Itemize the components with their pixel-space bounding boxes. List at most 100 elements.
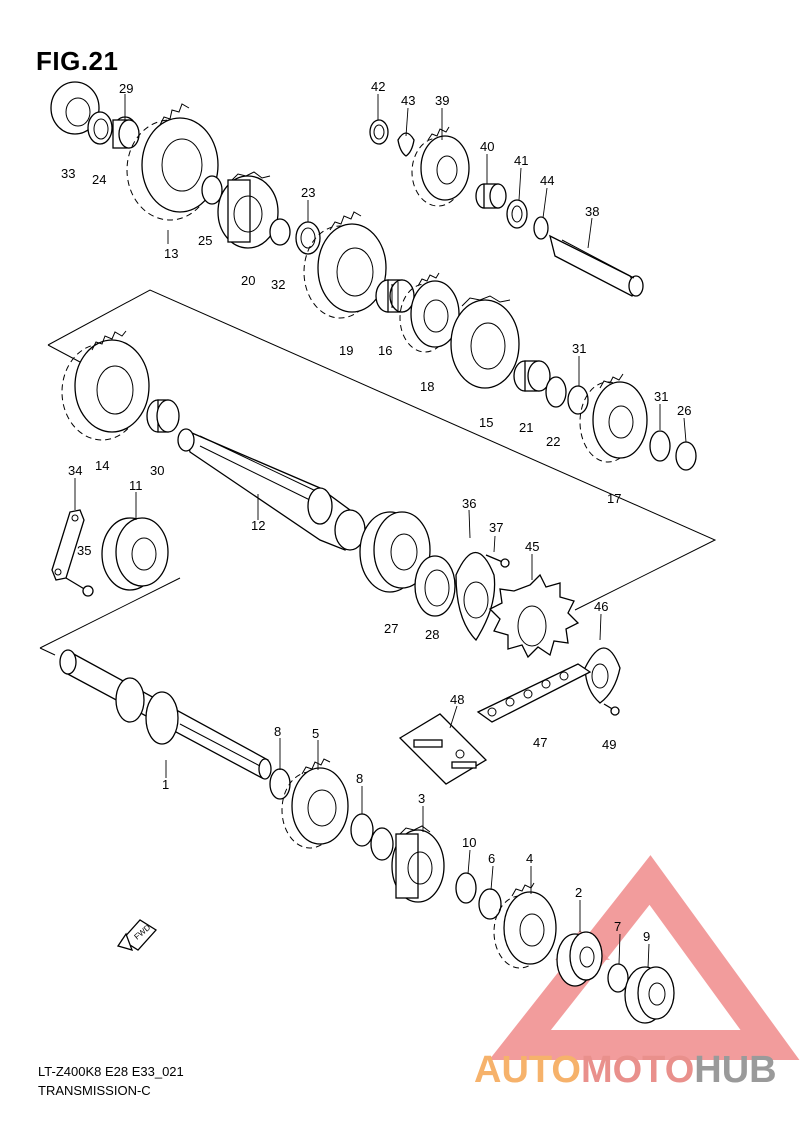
callout-27: 27 xyxy=(384,621,398,636)
driveshaft-boundary xyxy=(39,577,181,656)
callout-10: 10 xyxy=(462,835,476,850)
callout-29: 29 xyxy=(119,81,133,96)
callout-31a: 31 xyxy=(572,341,586,356)
leader-lines xyxy=(74,94,687,969)
part-21-bushing xyxy=(513,360,551,392)
part-6-washer xyxy=(478,888,502,920)
callout-8b: 8 xyxy=(356,771,363,786)
part-14-gear xyxy=(61,330,150,441)
callout-17: 17 xyxy=(607,491,621,506)
part-5-gear xyxy=(281,758,349,849)
callout-32: 32 xyxy=(271,277,285,292)
part-13-gear xyxy=(126,103,219,221)
part-1-driveshaft xyxy=(59,649,272,780)
part-7-washer xyxy=(607,963,629,993)
part-8-circlip-a xyxy=(269,768,291,800)
callout-42: 42 xyxy=(371,79,385,94)
callout-7: 7 xyxy=(614,919,621,934)
callout-33: 33 xyxy=(61,166,75,181)
part-35-screw xyxy=(65,577,94,597)
callout-1: 1 xyxy=(162,777,169,792)
part-9-bearing xyxy=(624,966,675,1024)
model-code: LT-Z400K8 E28 E33_021 xyxy=(38,1064,184,1079)
part-24-washer xyxy=(87,111,113,145)
callout-46: 46 xyxy=(594,599,608,614)
svg-text:AUTOMOTOHUB: AUTOMOTOHUB xyxy=(474,1049,777,1091)
part-30-bushing xyxy=(146,399,180,433)
callout-23: 23 xyxy=(301,185,315,200)
callout-8a: 8 xyxy=(274,724,281,739)
countershaft-boundary xyxy=(47,289,717,611)
part-43-lock-washer xyxy=(397,132,415,157)
callout-47: 47 xyxy=(533,735,547,750)
part-25-washer xyxy=(201,175,223,205)
callout-35: 35 xyxy=(77,543,91,558)
part-19-gear xyxy=(303,211,387,319)
part-18-gear xyxy=(399,272,460,353)
part-15-shift-gear xyxy=(450,295,520,389)
figure-footer: LT-Z400K8 E28 E33_021 TRANSMISSION-C xyxy=(38,1062,184,1100)
callout-20: 20 xyxy=(241,273,255,288)
callout-39: 39 xyxy=(435,93,449,108)
part-32-circlip xyxy=(269,218,291,246)
part-12-countershaft xyxy=(177,428,366,551)
part-37-bolt xyxy=(485,554,510,568)
watermark-hub: HUB xyxy=(694,1049,776,1091)
section-name: TRANSMISSION-C xyxy=(38,1083,151,1098)
callout-37: 37 xyxy=(489,520,503,535)
part-48-joint-set xyxy=(398,713,488,785)
callout-14: 14 xyxy=(95,458,109,473)
part-3-gear xyxy=(391,825,445,903)
part-31-circlip-a xyxy=(567,385,589,415)
part-2-gear xyxy=(556,931,603,987)
part-34-plate xyxy=(51,509,85,581)
part-11-bearing xyxy=(101,517,169,591)
callout-9: 9 xyxy=(643,929,650,944)
callout-6: 6 xyxy=(488,851,495,866)
callout-16: 16 xyxy=(378,343,392,358)
part-49-bolt xyxy=(603,703,620,716)
callout-25: 25 xyxy=(198,233,212,248)
callout-48: 48 xyxy=(450,692,464,707)
part-8-circlip-b xyxy=(350,813,374,847)
part-10-circlip xyxy=(455,872,477,904)
callout-43: 43 xyxy=(401,93,415,108)
part-47-drive-chain xyxy=(476,663,592,723)
callout-15: 15 xyxy=(479,415,493,430)
part-40-bushing xyxy=(475,183,507,209)
callout-3: 3 xyxy=(418,791,425,806)
fwd-arrow-icon: FWD xyxy=(116,919,158,951)
callout-34: 34 xyxy=(68,463,82,478)
part-callouts: 29 33 24 13 25 20 32 23 19 42 43 39 40 4… xyxy=(61,79,691,944)
callout-11: 11 xyxy=(129,478,143,493)
figure-title: FIG.21 xyxy=(36,46,119,76)
watermark-moto: MOTO xyxy=(581,1049,694,1091)
part-26-washer xyxy=(675,441,697,471)
part-28-oil-seal xyxy=(414,555,456,617)
callout-12: 12 xyxy=(251,518,265,533)
part-4-gear xyxy=(493,882,557,969)
part-31-circlip-b xyxy=(649,430,671,462)
callout-31b: 31 xyxy=(654,389,668,404)
part-42-washer xyxy=(369,119,389,145)
callout-41: 41 xyxy=(514,153,528,168)
callout-26: 26 xyxy=(677,403,691,418)
part-22-washer xyxy=(545,376,567,408)
part-29-bushing xyxy=(112,116,140,149)
part-36-plate xyxy=(455,552,496,642)
part-27-bearing xyxy=(359,511,431,593)
callout-4: 4 xyxy=(526,851,533,866)
callout-28: 28 xyxy=(425,627,439,642)
callout-49: 49 xyxy=(602,737,616,752)
part-8-washer xyxy=(370,827,394,861)
callout-24: 24 xyxy=(92,172,106,187)
part-23-washer xyxy=(295,221,321,255)
part-41-washer xyxy=(506,199,528,229)
callout-5: 5 xyxy=(312,726,319,741)
callout-13: 13 xyxy=(164,246,178,261)
part-33-bearing xyxy=(50,81,100,135)
callout-45: 45 xyxy=(525,539,539,554)
callout-21: 21 xyxy=(519,420,533,435)
part-17-gear xyxy=(579,373,648,463)
